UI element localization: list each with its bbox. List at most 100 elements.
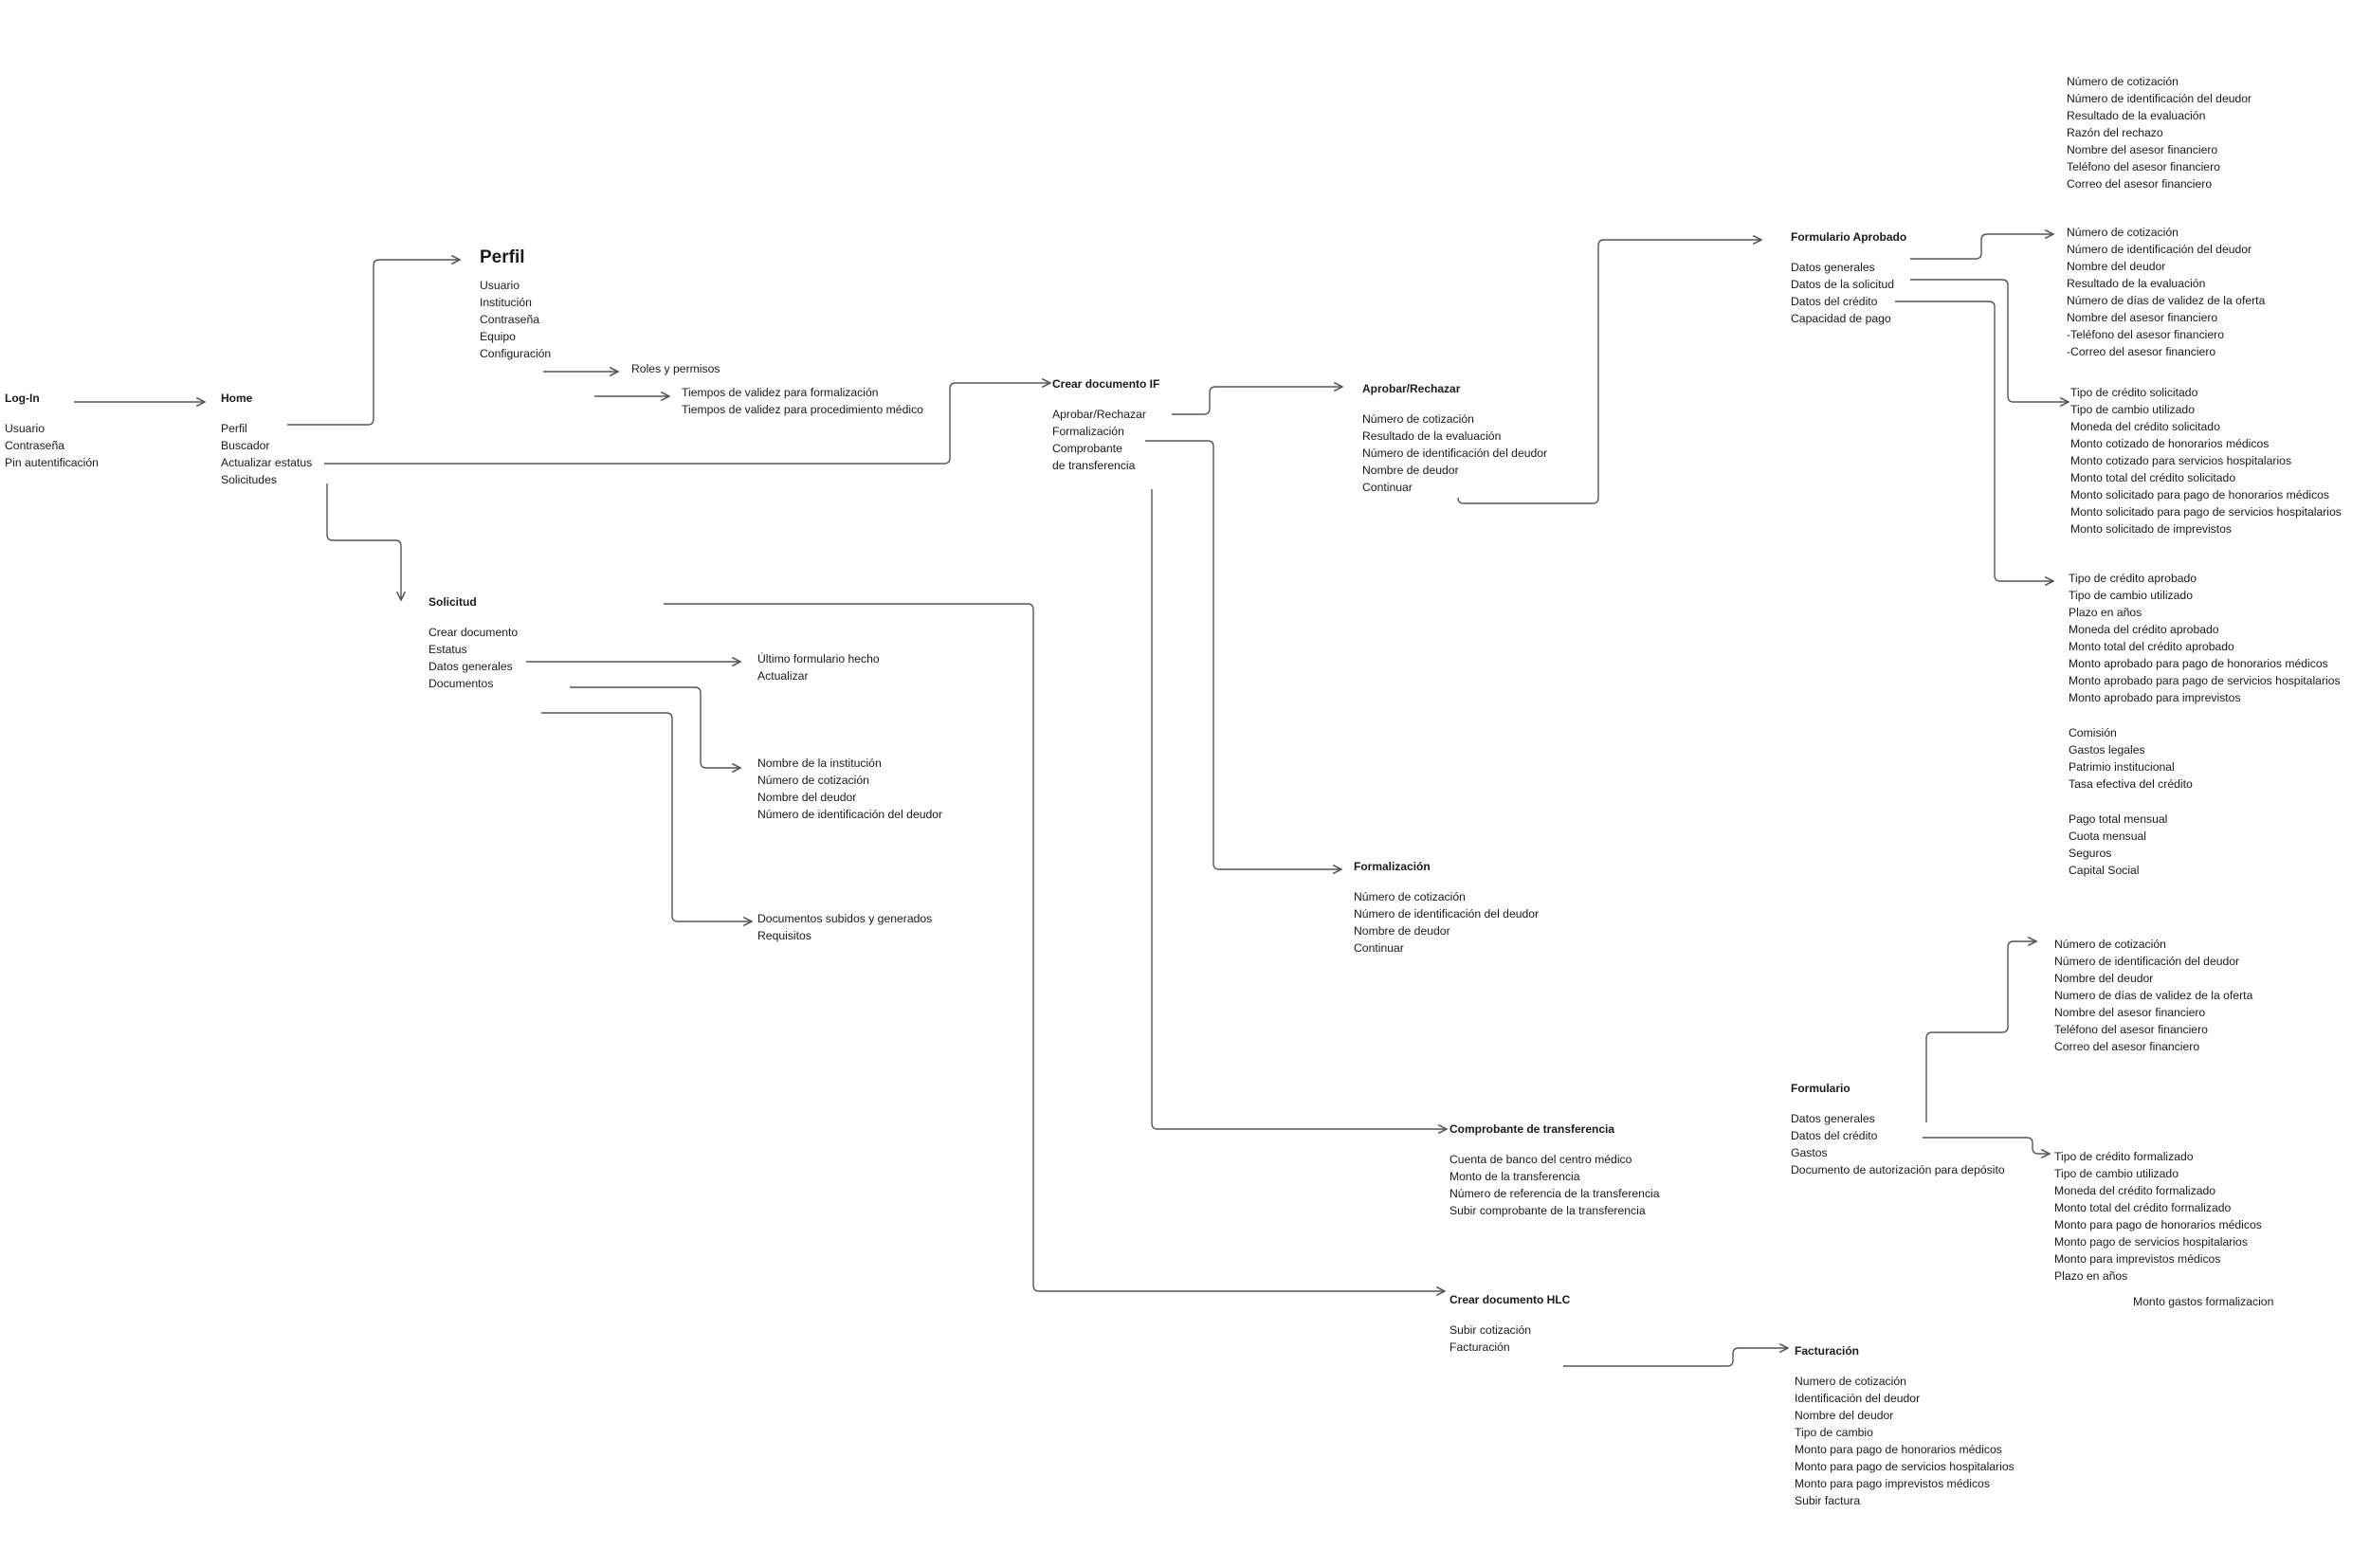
- node-item: Resultado de la evaluación: [2067, 109, 2206, 122]
- node-item: Buscador: [221, 439, 270, 452]
- node-item: Número de referencia de la transferencia: [1449, 1187, 1660, 1200]
- node-item: Gastos legales: [2069, 743, 2145, 757]
- node-item: Monto aprobado para imprevistos: [2069, 691, 2241, 704]
- node-title: Formulario Aprobado: [1791, 230, 1907, 244]
- node-item: Comisión: [2069, 726, 2117, 739]
- node-item: Subir comprobante de la transferencia: [1449, 1204, 1646, 1217]
- node-item: Resultado de la evaluación: [2067, 277, 2206, 290]
- node-item: Nombre del deudor: [2054, 972, 2154, 985]
- connector-formulario-f-credito: [1923, 1137, 2050, 1154]
- node-item: Facturación: [1449, 1340, 1510, 1354]
- node-roles: Roles y permisos: [631, 360, 720, 377]
- node-title: Facturación: [1795, 1344, 1860, 1358]
- node-title: Crear documento HLC: [1449, 1293, 1571, 1306]
- node-item: Documentos subidos y generados: [757, 912, 933, 925]
- node-item: Aprobar/Rechazar: [1052, 408, 1146, 421]
- node-item: Nombre del asesor financiero: [2067, 311, 2218, 324]
- node-item: Monto gastos formalizacion: [2133, 1295, 2274, 1308]
- node-item: Tipo de cambio: [1795, 1426, 1873, 1439]
- node-item: Tiempos de validez para procedimiento mé…: [682, 403, 923, 416]
- node-item: Roles y permisos: [631, 362, 720, 375]
- node-item: Comprobante: [1052, 442, 1122, 455]
- node-item: Monto para pago de honorarios médicos: [1795, 1443, 2002, 1456]
- node-title: Comprobante de transferencia: [1449, 1122, 1615, 1136]
- node-item: Patrimio institucional: [2069, 760, 2175, 774]
- node-item: Numero de días de validez de la oferta: [2054, 989, 2253, 1002]
- node-item: Nombre del deudor: [757, 791, 857, 804]
- node-item: Último formulario hecho: [757, 652, 880, 665]
- node-item: Número de identificación del deudor: [757, 808, 943, 821]
- node-item: Cuenta de banco del centro médico: [1449, 1153, 1632, 1166]
- node-item: Continuar: [1362, 481, 1413, 494]
- node-item: Monto total del crédito solicitado: [2070, 471, 2236, 484]
- node-item: Correo del asesor financiero: [2067, 177, 2213, 191]
- node-item: Tipo de cambio utilizado: [2054, 1167, 2179, 1180]
- node-item: Tasa efectiva del crédito: [2069, 777, 2193, 791]
- node-item: Número de cotización: [757, 774, 869, 787]
- node-item: Equipo: [480, 330, 516, 343]
- node-item: Resultado de la evaluación: [1362, 429, 1502, 443]
- node-title: Home: [221, 392, 253, 405]
- node-item: Tiempos de validez para formalización: [682, 386, 879, 399]
- node-item: Nombre de deudor: [1362, 464, 1459, 477]
- node-item: Monto aprobado para pago de servicios ho…: [2069, 674, 2341, 687]
- node-item: Nombre de deudor: [1354, 924, 1450, 938]
- node-item: Monto solicitado para pago de servicios …: [2070, 505, 2342, 519]
- node-item: Requisitos: [757, 929, 811, 942]
- node-item: Datos generales: [428, 660, 513, 673]
- node-item: Número de identificación del deudor: [2054, 955, 2240, 968]
- node-item: Plazo en años: [2069, 606, 2142, 619]
- node-item: Pago total mensual: [2069, 812, 2168, 826]
- node-item: Contraseña: [480, 313, 540, 326]
- node-item: Gastos: [1791, 1146, 1828, 1159]
- node-item: Tipo de crédito aprobado: [2069, 572, 2197, 585]
- node-item: Documento de autorización para depósito: [1791, 1163, 2005, 1176]
- node-item: Datos generales: [1791, 1112, 1875, 1125]
- node-item: Usuario: [480, 279, 520, 292]
- node-title: Solicitud: [428, 595, 477, 609]
- node-item: Número de cotización: [1354, 890, 1466, 903]
- node-item: Numero de cotización: [1795, 1375, 1906, 1388]
- node-item: Número de identificación del deudor: [1362, 447, 1548, 460]
- node-item: Monto cotizado para servicios hospitalar…: [2070, 454, 2292, 467]
- node-item: Tipo de cambio utilizado: [2069, 589, 2193, 602]
- connector-generales-fa-generales: [1910, 234, 2053, 260]
- node-item: -Teléfono del asesor financiero: [2067, 328, 2224, 341]
- node-item: Moneda del crédito solicitado: [2070, 420, 2220, 433]
- node-item: Nombre del deudor: [2067, 260, 2166, 273]
- node-item: Número de identificación del deudor: [2067, 92, 2252, 105]
- node-item: Monto total del crédito formalizado: [2054, 1201, 2232, 1214]
- connector-crear-if-comprobante: [1151, 489, 1447, 1129]
- node-item: Correo del asesor financiero: [2054, 1040, 2200, 1053]
- node-item: Configuración: [480, 347, 552, 360]
- node-title: Perfil: [480, 247, 525, 267]
- node-item: Usuario: [5, 422, 45, 435]
- node-item: Capacidad de pago: [1791, 312, 1891, 325]
- node-item: Estatus: [428, 643, 467, 656]
- node-item: de transferencia: [1052, 459, 1136, 472]
- node-item: Contraseña: [5, 439, 65, 452]
- node-item: Monto cotizado de honorarios médicos: [2070, 437, 2270, 450]
- node-item: Nombre del deudor: [1795, 1409, 1894, 1422]
- node-item: Capital Social: [2069, 864, 2140, 877]
- node-item: Tipo de crédito formalizado: [2054, 1150, 2194, 1163]
- node-f-gastos: Monto gastos formalizacion: [2133, 1293, 2273, 1310]
- node-item: Monto de la transferencia: [1449, 1170, 1580, 1183]
- node-item: Número de identificación del deudor: [1354, 907, 1540, 921]
- node-item: Plazo en años: [2054, 1269, 2128, 1283]
- node-item: Actualizar estatus: [221, 456, 313, 469]
- node-item: Continuar: [1354, 941, 1404, 955]
- node-item: Nombre de la institución: [757, 757, 882, 770]
